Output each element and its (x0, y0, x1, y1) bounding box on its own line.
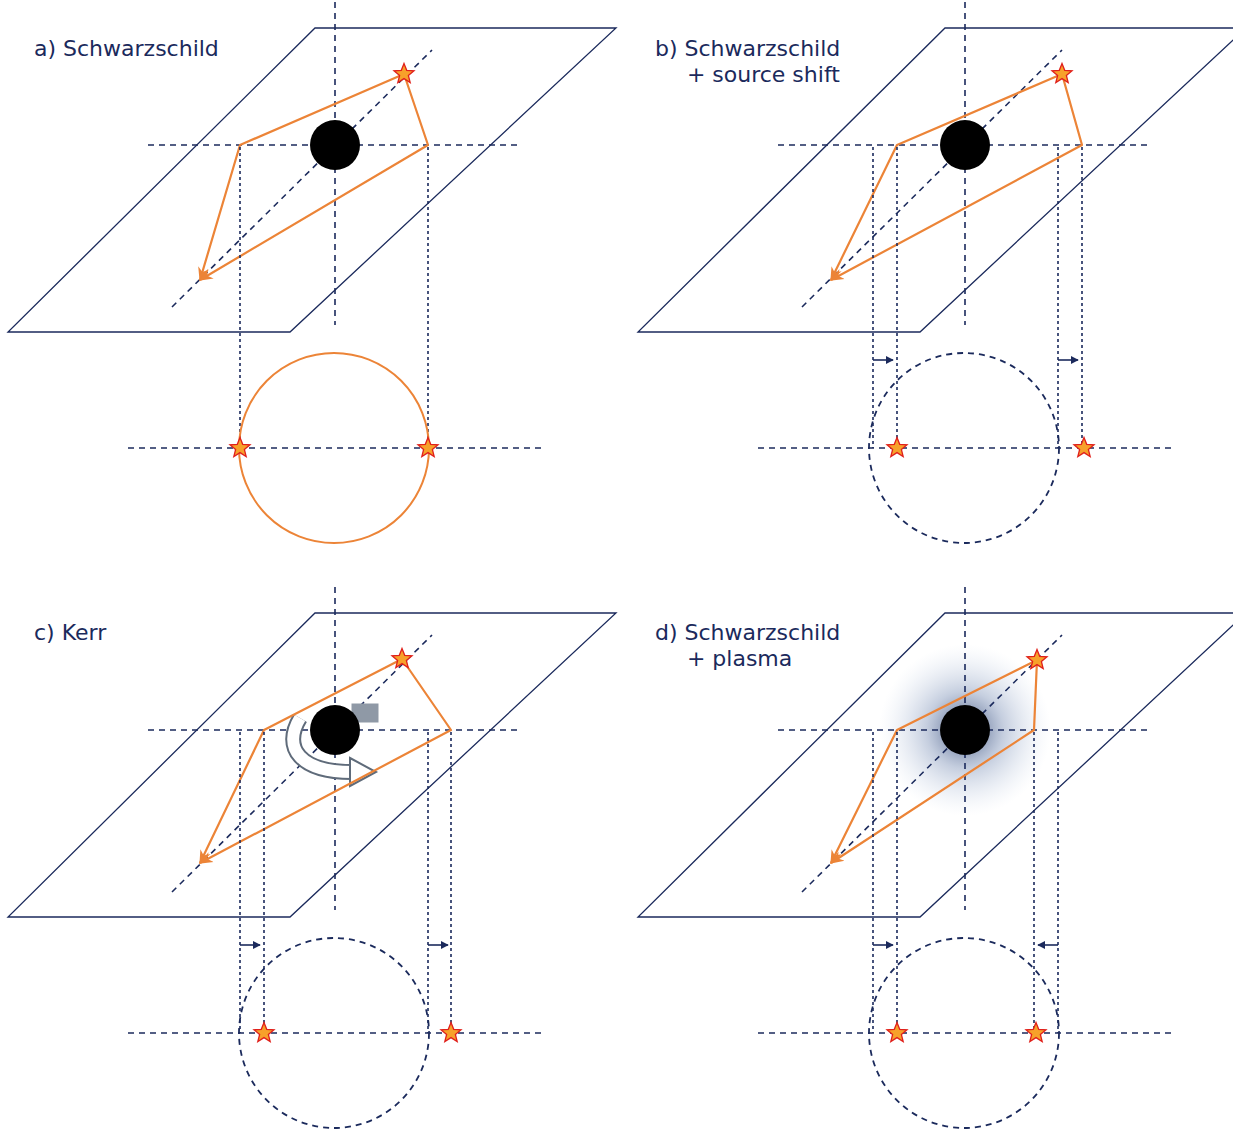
light-ray (831, 74, 1062, 280)
source-star (392, 649, 412, 668)
line-of-sight (802, 50, 1062, 307)
image-axis (128, 447, 545, 449)
panel-title: a) Schwarzschild (34, 36, 236, 62)
panel-title: b) Schwarzschild + source shift (655, 36, 857, 88)
lens-plane (638, 28, 1233, 332)
projection-line (427, 732, 429, 1033)
projection-line (872, 732, 874, 1033)
image-axis (758, 447, 1175, 449)
projection-line (239, 732, 241, 1033)
lens-plane (8, 28, 616, 332)
line-of-sight (802, 635, 1062, 892)
source-star (394, 64, 414, 83)
lens-panel (638, 2, 1233, 543)
shift-arrow (428, 944, 448, 946)
black-hole (940, 120, 990, 170)
lens-panel (638, 587, 1233, 1128)
source-star (230, 438, 250, 457)
projection-line (896, 732, 898, 1033)
source-star (418, 438, 438, 457)
projection-line (1057, 732, 1059, 1033)
black-hole (310, 120, 360, 170)
einstein-ring (869, 938, 1059, 1128)
projection-line (1057, 147, 1059, 448)
panel-title: d) Schwarzschild + plasma (655, 620, 857, 672)
line-of-sight (172, 635, 432, 892)
black-hole (940, 705, 990, 755)
source-star (887, 438, 907, 457)
line-of-sight (172, 50, 432, 307)
shift-arrow (1038, 944, 1058, 946)
source-star (254, 1023, 274, 1042)
light-ray (831, 660, 1037, 863)
projection-line (896, 147, 898, 448)
projection-line (872, 147, 874, 448)
einstein-ring (239, 938, 429, 1128)
light-ray (831, 74, 1082, 280)
image-axis (128, 1032, 545, 1034)
shift-arrow (873, 944, 893, 946)
projection-line (427, 147, 429, 448)
projection-line (263, 732, 265, 1033)
lens-panel (8, 2, 616, 543)
lens-plane (638, 613, 1233, 917)
light-ray (200, 659, 451, 863)
projection-line (1081, 147, 1083, 448)
lens-plane (8, 613, 616, 917)
source-star (1026, 1023, 1046, 1042)
source-star (1052, 64, 1072, 83)
source-star (1074, 438, 1094, 457)
spin-arrow (293, 718, 352, 772)
shift-arrow (1058, 359, 1078, 361)
source-star (441, 1023, 461, 1042)
source-star (1027, 650, 1047, 669)
spin-arrow (293, 718, 352, 772)
light-ray (200, 659, 402, 863)
light-ray (831, 660, 1037, 863)
light-ray (200, 74, 428, 280)
image-axis (758, 1032, 1175, 1034)
panel-title: c) Kerr (34, 620, 236, 646)
black-hole (310, 705, 360, 755)
projection-line (1033, 732, 1035, 1033)
projection-line (239, 147, 241, 448)
einstein-ring (239, 353, 429, 543)
einstein-ring (869, 353, 1059, 543)
shift-arrow (873, 359, 893, 361)
shift-arrow (240, 944, 260, 946)
projection-line (450, 732, 452, 1033)
source-star (887, 1023, 907, 1042)
lens-panel (8, 587, 616, 1128)
